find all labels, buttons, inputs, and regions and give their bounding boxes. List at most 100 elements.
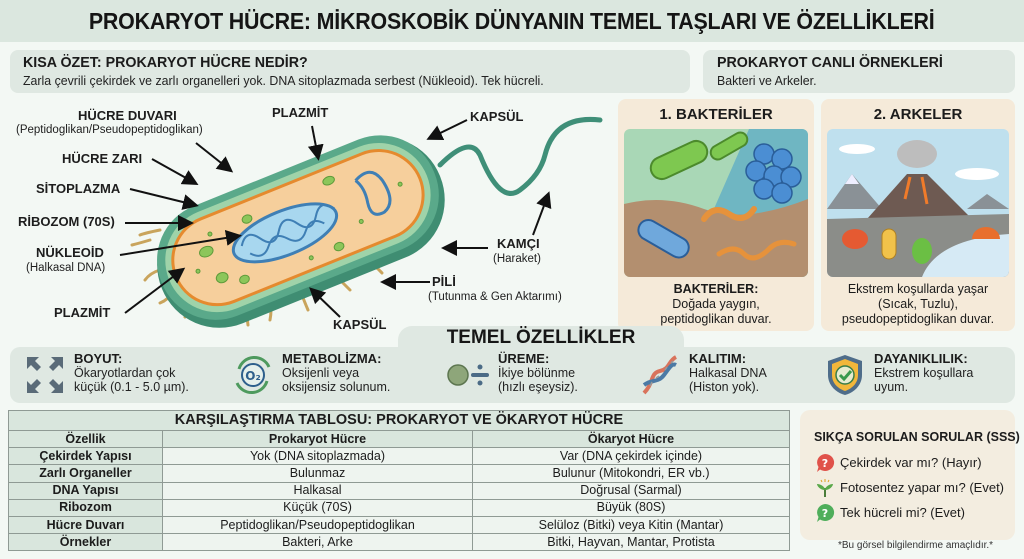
feature-size-line: küçük (0.1 - 5.0 µm).	[74, 380, 189, 394]
faq-item: Fotosentez yapar mı? (Evet)	[814, 475, 1015, 500]
table-cell: Zarlı Organeller	[8, 464, 163, 483]
table-cell: DNA Yapısı	[8, 481, 163, 500]
label-flagellum: KAMÇI	[497, 236, 540, 251]
title-bar: PROKARYOT HÜCRE: MİKROSKOBİK DÜNYANIN TE…	[0, 0, 1024, 42]
svg-text:?: ?	[822, 457, 828, 470]
bacteria-desc-bold: BAKTERİLER:	[673, 282, 759, 296]
feature-heredity-title: KALITIM:	[689, 351, 747, 366]
question-bubble-green-icon: ?	[814, 502, 836, 524]
feature-size-line: Ökaryotlardan çok	[74, 366, 176, 380]
label-pili: PİLİ	[432, 274, 456, 289]
dna-helix-icon	[635, 352, 685, 398]
question-bubble-red-icon: ?	[814, 452, 836, 474]
archaea-card: 2. ARKELER Ekstrem koşullarda yaşar (Sıc…	[821, 99, 1015, 331]
label-cell-membrane: HÜCRE ZARI	[62, 151, 143, 166]
feature-heredity-line: (Histon yok).	[689, 380, 760, 394]
feature-metabolism-line: Oksijenli veya	[282, 366, 360, 380]
table-cell: Bakteri, Arke	[162, 533, 473, 552]
oxygen-cycle-icon: O₂	[228, 352, 278, 398]
table-cell: Küçük (70S)	[162, 498, 473, 517]
archaea-desc-line: Ekstrem koşullarda yaşar	[847, 282, 989, 296]
features-title: TEMEL ÖZELLİKLER	[446, 327, 636, 348]
sprout-icon	[814, 477, 836, 499]
label-capsule-top: KAPSÜL	[470, 109, 524, 124]
shield-check-icon	[820, 352, 870, 398]
table-cell: Çekirdek Yapısı	[8, 447, 163, 466]
table-cell: Örnekler	[8, 533, 163, 552]
bacteria-desc-line: peptidoglikan duvar.	[660, 312, 772, 326]
table-header: Özellik	[8, 429, 163, 449]
table-cell: Yok (DNA sitoplazmada)	[162, 447, 473, 466]
archaea-illustration	[827, 129, 1009, 277]
feature-heredity-line: Halkasal DNA	[689, 366, 767, 380]
feature-metabolism-line: oksijensiz solunum.	[282, 380, 391, 394]
table-cell: Bitki, Hayvan, Mantar, Protista	[472, 533, 790, 552]
table-header: Prokaryot Hücre	[162, 429, 473, 449]
examples-heading: PROKARYOT CANLI ÖRNEKLERİ	[717, 54, 943, 71]
bacteria-card-title: 1. BAKTERİLER	[659, 106, 773, 123]
feature-size-title: BOYUT:	[74, 351, 123, 366]
table-cell: Hücre Duvarı	[8, 515, 163, 535]
bacteria-illustration	[624, 129, 808, 277]
arrows-expand-icon	[20, 352, 70, 398]
summary-heading: KISA ÖZET: PROKARYOT HÜCRE NEDİR?	[23, 54, 308, 71]
summary-text: Zarla çevrili çekirdek ve zarlı organell…	[23, 73, 544, 88]
faq-heading: SIKÇA SORULAN SORULAR (SSS)	[814, 430, 1020, 444]
label-nucleoid-sub: (Halkasal DNA)	[26, 262, 106, 274]
table-cell: Ribozom	[8, 498, 163, 517]
svg-text:?: ?	[822, 507, 828, 520]
examples-panel: PROKARYOT CANLI ÖRNEKLERİ Bakteri ve Ark…	[703, 50, 1015, 93]
table-cell: Var (DNA çekirdek içinde)	[472, 447, 790, 466]
table-cell: Doğrusal (Sarmal)	[472, 481, 790, 500]
table-header: Ökaryot Hücre	[472, 429, 790, 449]
label-capsule-bottom: KAPSÜL	[333, 317, 387, 332]
table-cell: Büyük (80S)	[472, 498, 790, 517]
bacteria-card-desc: BAKTERİLER: Doğada yaygın, peptidoglikan…	[618, 282, 814, 327]
label-plasmid-left: PLAZMİT	[54, 305, 111, 320]
examples-text: Bakteri ve Arkeler.	[717, 73, 817, 88]
prokaryote-cell-diagram: HÜCRE DUVARI (Peptidoglikan/Pseudopeptid…	[0, 95, 610, 335]
archaea-card-title: 2. ARKELER	[873, 106, 963, 123]
feature-metabolism-title: METABOLİZMA:	[282, 351, 382, 366]
feature-reproduction-line: İkiye bölünme	[498, 366, 576, 380]
table-cell: Selüloz (Bitki) veya Kitin (Mantar)	[472, 515, 790, 535]
cell-division-icon	[444, 352, 494, 398]
label-cell-wall-sub: (Peptidoglikan/Pseudopeptidoglikan)	[16, 124, 203, 136]
summary-panel: KISA ÖZET: PROKARYOT HÜCRE NEDİR? Zarla …	[10, 50, 690, 93]
archaea-card-desc: Ekstrem koşullarda yaşar (Sıcak, Tuzlu),…	[821, 282, 1015, 327]
table-cell: Halkasal	[162, 481, 473, 500]
faq-text: Çekirdek var mı? (Hayır)	[840, 455, 982, 470]
bacteria-card: 1. BAKTERİLER BAKTERİLER: Doğada yaygın,…	[618, 99, 814, 331]
label-flagellum-sub: (Haraket)	[493, 253, 541, 265]
feature-reproduction: ÜREME:İkiye bölünme(hızlı eşeysiz).	[444, 352, 578, 398]
feature-durability-line: Ekstrem koşullara	[874, 366, 974, 380]
svg-text:O₂: O₂	[245, 369, 260, 383]
table-caption: KARŞILAŞTIRMA TABLOSU: PROKARYOT VE ÖKAR…	[8, 410, 790, 431]
label-nucleoid: NÜKLEOİD	[36, 245, 104, 260]
feature-reproduction-title: ÜREME:	[498, 351, 550, 366]
label-plasmid-top: PLAZMİT	[272, 105, 329, 120]
faq-panel: SIKÇA SORULAN SORULAR (SSS) ? Çekirdek v…	[800, 410, 1020, 540]
table-cell: Bulunmaz	[162, 464, 473, 483]
faq-text: Fotosentez yapar mı? (Evet)	[840, 480, 1005, 495]
feature-durability-line: uyum.	[874, 380, 909, 394]
faq-item: ? Tek hücreli mi? (Evet)	[814, 500, 1015, 525]
faq-item: ? Çekirdek var mı? (Hayır)	[814, 450, 1015, 475]
label-cell-wall: HÜCRE DUVARI	[78, 108, 177, 123]
disclaimer-note: *Bu görsel bilgilendirme amaçlıdır.*	[838, 540, 994, 551]
label-cytoplasm: SİTOPLAZMA	[36, 181, 121, 196]
label-ribosome: RİBOZOM (70S)	[18, 214, 115, 229]
table-cell: Bulunur (Mitokondri, ER vb.)	[472, 464, 790, 483]
bacteria-desc-line: Doğada yaygın,	[672, 297, 760, 311]
faq-text: Tek hücreli mi? (Evet)	[840, 505, 965, 520]
archaea-desc-line: (Sıcak, Tuzlu),	[878, 297, 958, 311]
feature-durability-title: DAYANIKLILIK:	[874, 351, 968, 366]
archaea-desc-line: pseudopeptidoglikan duvar.	[841, 312, 995, 326]
